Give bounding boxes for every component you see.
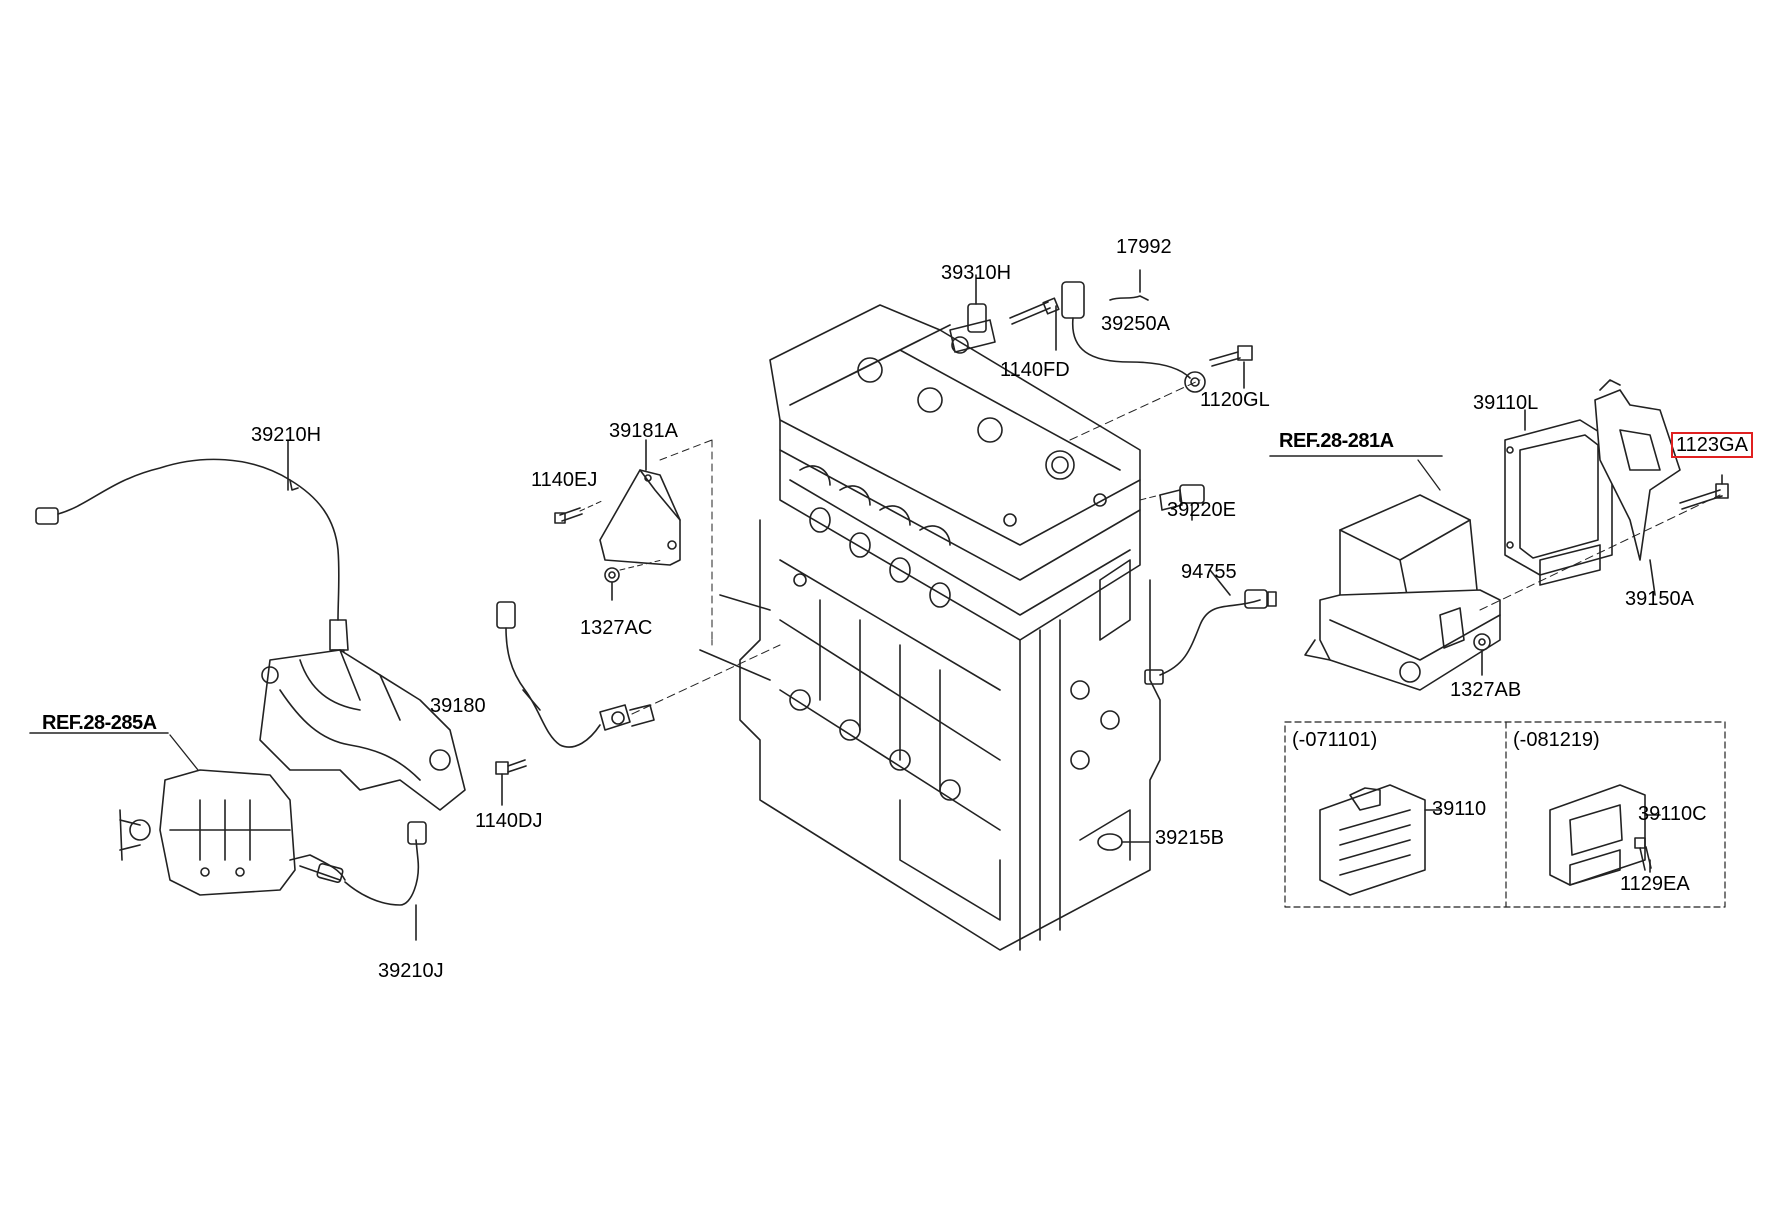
part-label-1140ej: 1140EJ [531,469,598,491]
part-label-94755: 94755 [1181,561,1237,583]
variant-range-left: (-071101) [1292,729,1378,751]
part-label-1140fd: 1140FD [1000,359,1070,381]
ecu-39110l [1504,409,1613,586]
bracket-39150a [1594,379,1681,596]
heat-shield-39181a [554,439,713,646]
exhaust-manifold-catalyst [119,649,466,896]
harness-94755 [1144,569,1277,685]
knock-sensor-39250a [1061,269,1253,393]
cam-sensor-39310h [949,274,1060,354]
part-label-39310h: 39310H [941,262,1012,284]
part-label-39181a: 39181A [609,420,678,442]
reference-label-28-281a: REF.28-281A [1279,430,1394,452]
part-label-39110l: 39110L [1473,392,1539,414]
engine-block-illustration [699,304,1161,951]
part-label-17992: 17992 [1116,236,1172,258]
screw-1123ga [1679,474,1729,510]
part-label-1140dj: 1140DJ [475,810,543,832]
part-label-1327ab: 1327AB [1450,679,1522,701]
part-label-1129ea: 1129EA [1620,873,1690,895]
part-label-39210h: 39210H [251,424,322,446]
part-label-1123ga-highlighted: 1123GA [1671,432,1753,458]
variant-box [1284,721,1726,908]
crank-sensor-39180 [495,601,781,806]
oxygen-sensor-39210j [299,821,427,941]
plug-39215b [1097,833,1151,851]
part-label-39110: 39110 [1432,798,1487,820]
part-label-39215b: 39215B [1155,827,1224,849]
part-label-39250a: 39250A [1101,313,1170,335]
reference-label-28-285a: REF.28-285A [42,712,157,734]
part-label-1327ac: 1327AC [580,617,653,639]
part-label-39180: 39180 [430,695,486,717]
part-label-39110c: 39110C [1638,803,1707,825]
sensor-39220e [1139,484,1205,521]
part-label-39210j: 39210J [378,960,444,982]
variant-range-right: (-081219) [1513,729,1600,751]
air-cleaner-illustration [1304,494,1501,691]
oxygen-sensor-39210h [35,439,349,666]
part-label-1120gl: 1120GL [1200,389,1270,411]
nut-1327ab [1473,633,1491,676]
part-label-39220e: 39220E [1167,499,1236,521]
part-label-39150a: 39150A [1625,588,1694,610]
